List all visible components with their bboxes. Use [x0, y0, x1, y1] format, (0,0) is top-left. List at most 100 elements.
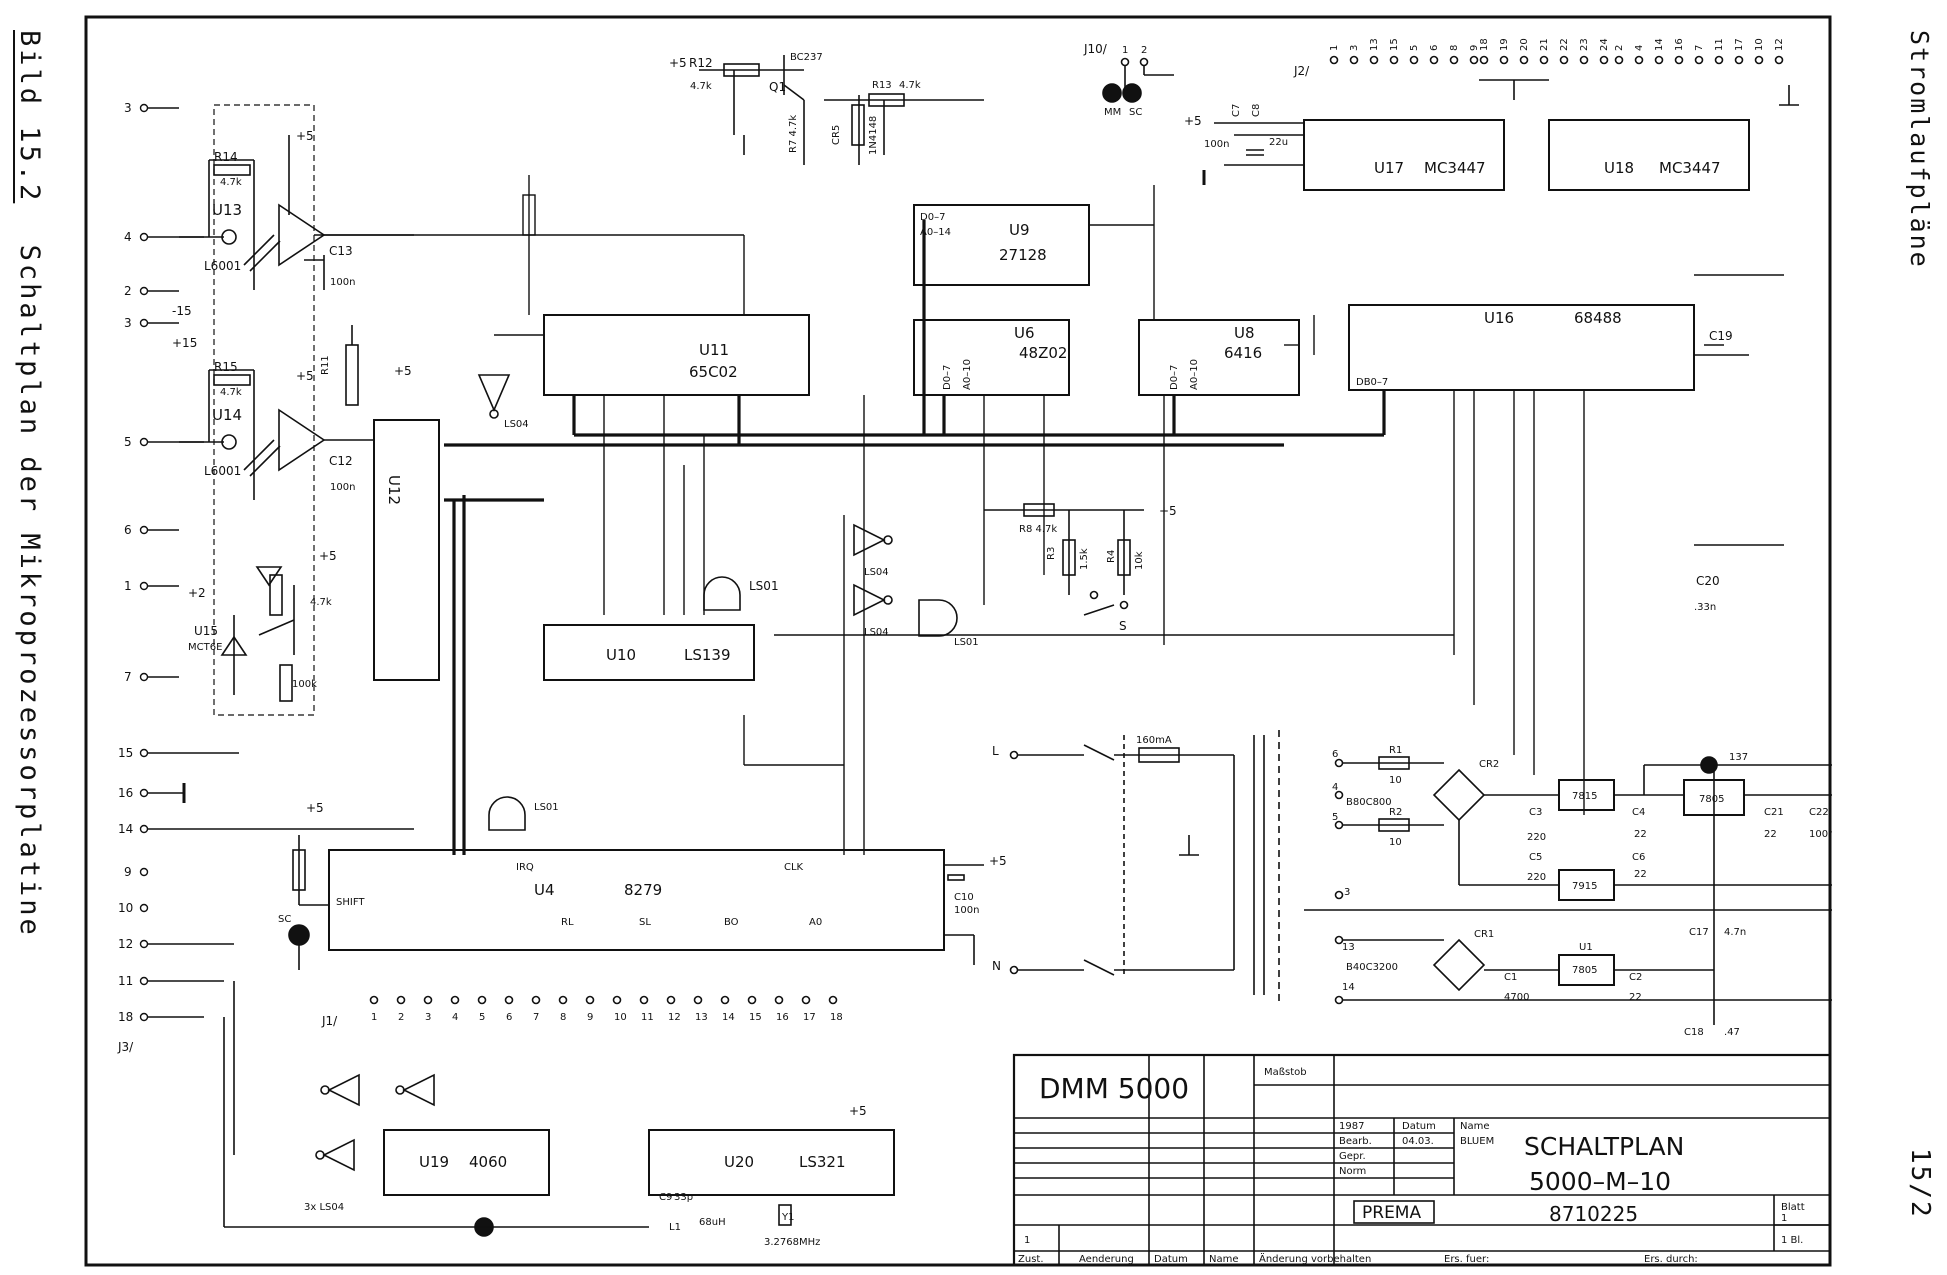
supply-label: +5 [296, 369, 314, 383]
connector-pin-label: 17 [803, 1012, 816, 1023]
tr-pin: 3 [1344, 887, 1350, 898]
u4-type: 8279 [624, 881, 662, 899]
connector-pin-label: 3 [1349, 45, 1360, 51]
supply-label: +5 [669, 56, 687, 70]
figure-number: Bild 15.2 [14, 30, 45, 204]
connector-pin [1614, 55, 1624, 65]
connector-pin-label: 4 [1634, 45, 1645, 51]
connector-pin [828, 995, 838, 1005]
connector-pin [774, 995, 784, 1005]
u14-optocoupler: R15 4.7k U14 L6001 C12 100n +5 [179, 360, 374, 500]
u17-chip: U17 MC3447 [1303, 119, 1505, 191]
u13-optocoupler: R14 4.7k U13 L6001 C13 100n +5 [179, 129, 414, 290]
connector-pin-label: 9 [1469, 45, 1480, 51]
connector-pin [1579, 55, 1589, 65]
u8-ref: U8 [1234, 324, 1255, 342]
bridge1-label: B80C800 [1346, 797, 1392, 808]
connector-pin-label: 6 [506, 1012, 512, 1023]
connector-pin-label: 4 [452, 1012, 458, 1023]
gate-label: LS01 [749, 579, 779, 593]
u9-ref: U9 [1009, 221, 1030, 239]
r3-value: 1.5k [1079, 548, 1090, 570]
blatt-label: Blatt [1781, 1202, 1805, 1213]
u11-ref: U11 [699, 341, 729, 359]
y1-value: 3.2768MHz [764, 1237, 820, 1248]
connector-pin-label: 10 [614, 1012, 627, 1023]
connector-pin [1734, 55, 1744, 65]
c8-value: 22u [1269, 137, 1288, 148]
c19-label: C19 [1709, 329, 1733, 343]
connector-pin-label: 18 [830, 1012, 843, 1023]
q1-transistor: R12 4.7k BC237 Q1 R13 4.7k R7 4.7k CR5 1… [669, 52, 984, 165]
connector-pin-label: 7 [533, 1012, 539, 1023]
c10-value: 100n [954, 905, 979, 916]
connector-pin-label: 19 [1499, 38, 1510, 51]
r12-value: 4.7k [690, 81, 712, 92]
connector-pin-label: 16 [776, 1012, 789, 1023]
u19-type: 4060 [469, 1153, 507, 1171]
reg7815: 7815 [1572, 791, 1597, 802]
pin-label: 14 [118, 822, 133, 836]
connector-pin-label: 12 [1774, 38, 1785, 51]
u6-chip: U6 48Z02 D0–7 A0–10 [913, 319, 1070, 396]
title-block: DMM 5000 Maßstob SCHALTPLAN 5000–M–10 PR… [1012, 1053, 1832, 1267]
c2-label: C2 [1629, 972, 1642, 983]
tr-pin: 5 [1332, 812, 1338, 823]
u8-chip: U8 6416 D0–7 A0–10 [1138, 319, 1300, 396]
connector-pin-label: 15 [749, 1012, 762, 1023]
c2-value: 22 [1629, 992, 1642, 1003]
q1-type: BC237 [790, 52, 823, 63]
u14-type: L6001 [204, 464, 241, 478]
c22-value: 100n [1809, 829, 1832, 840]
figure-caption: Bild 15.2 Schaltplan der Mikroprozessorp… [14, 30, 45, 938]
u20-type: LS321 [799, 1153, 846, 1171]
connector-pin [1479, 55, 1489, 65]
u14-ref: U14 [212, 406, 242, 424]
reg7915: 7915 [1572, 881, 1597, 892]
r3-label: R3 [1046, 547, 1057, 560]
drawing-number: 5000–M–10 [1529, 1167, 1671, 1196]
connector-pin-label: 17 [1734, 38, 1745, 51]
connector-pin [1329, 55, 1339, 65]
j10-pin: 2 [1141, 45, 1147, 56]
tr-pin: 14 [1342, 982, 1355, 993]
connector-pin [1429, 55, 1439, 65]
bl-value: 1 Bl. [1781, 1235, 1803, 1246]
connector-pin-label: 22 [1559, 38, 1570, 51]
r11-label: R11 [320, 355, 331, 375]
pin-label: 16 [118, 786, 133, 800]
c3-value: 220 [1527, 832, 1546, 843]
signal-label: A0–14 [920, 227, 951, 238]
pin-label: 18 [118, 1010, 133, 1024]
diode-type: 1N4148 [868, 116, 879, 155]
r13-label: R13 [872, 80, 892, 91]
c5-label: C5 [1529, 852, 1542, 863]
connector-pin-label: 8 [560, 1012, 566, 1023]
connector-pin [747, 995, 757, 1005]
u11-chip: U11 65C02 [543, 314, 810, 396]
left-connector: 3 4 2 3 5 6 1 7 15 16 14 9 10 12 11 18 J… [117, 101, 414, 1054]
pin-label: 2 [124, 284, 132, 298]
u8-type: 6416 [1224, 344, 1262, 362]
gate-label: 3x LS04 [304, 1202, 344, 1213]
connector-pin [1694, 55, 1704, 65]
signal-label: D0–7 [1169, 365, 1180, 390]
u6-ref: U6 [1014, 324, 1035, 342]
j1-label: J1/ [321, 1014, 338, 1028]
col-aenderung: Aenderung [1079, 1254, 1134, 1265]
control-wires [314, 175, 1784, 855]
supply-label: +5 [394, 364, 412, 378]
connector-pin [720, 995, 730, 1005]
supply-label: +5 [319, 549, 337, 563]
c4-value: 22 [1634, 829, 1647, 840]
connector-pin-label: 5 [1409, 45, 1420, 51]
connector-pin [1349, 55, 1359, 65]
fuse-label: 160mA [1136, 735, 1172, 746]
connector-pin [1449, 55, 1459, 65]
connector-pin [612, 995, 622, 1005]
pin-label: 6 [124, 523, 132, 537]
r14-label: R14 [214, 150, 238, 164]
supply-label: +15 [172, 336, 197, 350]
connector-pin [639, 995, 649, 1005]
